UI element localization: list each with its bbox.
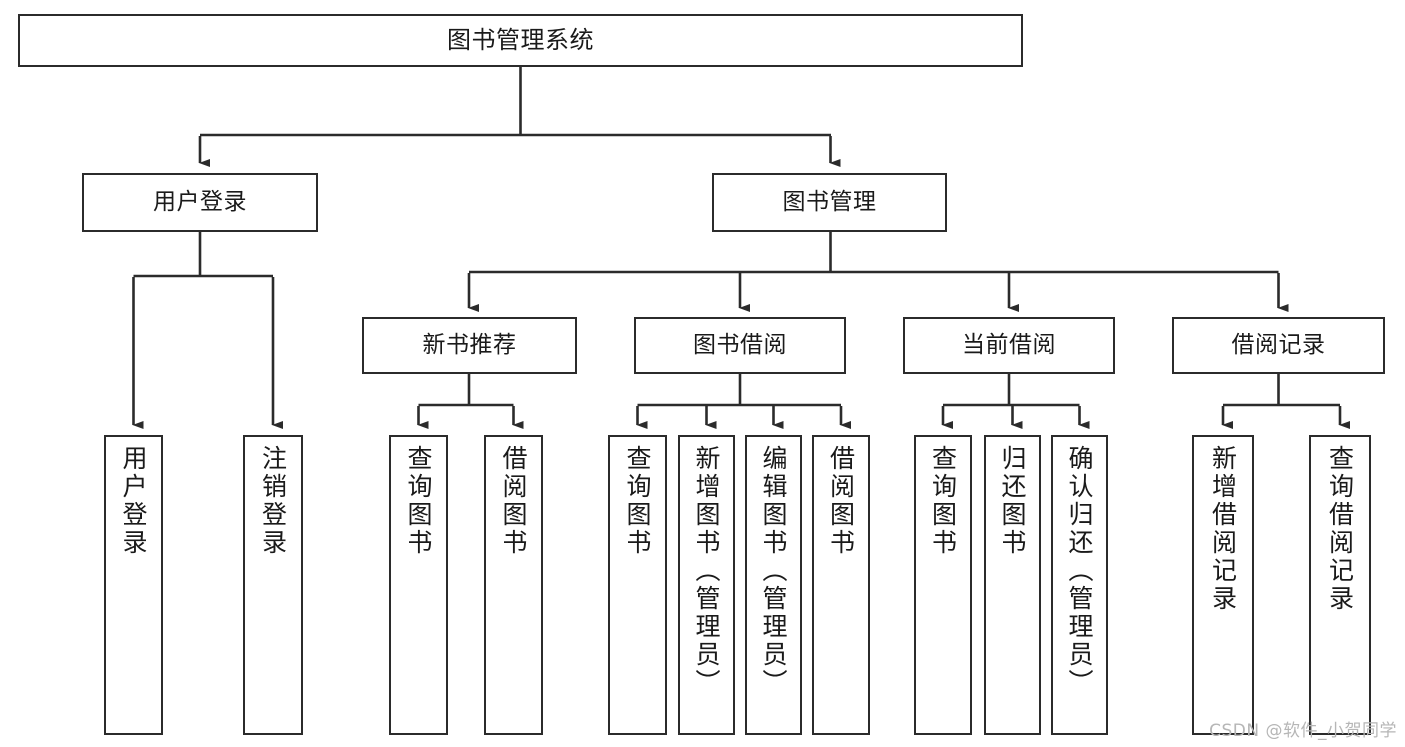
leaf-user-logout-label: 注销登录 bbox=[258, 445, 288, 557]
leaf-confirm-return-admin[interactable]: 确认归还（管理员） bbox=[1051, 435, 1108, 735]
node-book-management[interactable]: 图书管理 bbox=[712, 173, 947, 232]
node-new-book-recommend[interactable]: 新书推荐 bbox=[362, 317, 577, 374]
leaf-borrow-book-recommend-label: 借阅图书 bbox=[499, 445, 528, 557]
leaf-edit-book-admin-label: 编辑图书（管理员） bbox=[759, 445, 788, 697]
leaf-query-book-borrow-label: 查询图书 bbox=[623, 445, 652, 557]
node-current-borrow-label: 当前借阅 bbox=[962, 331, 1056, 358]
leaf-return-book[interactable]: 归还图书 bbox=[984, 435, 1041, 735]
leaf-add-borrow-record[interactable]: 新增借阅记录 bbox=[1192, 435, 1254, 735]
node-book-management-label: 图书管理 bbox=[782, 188, 877, 215]
node-new-book-recommend-label: 新书推荐 bbox=[422, 331, 517, 358]
leaf-add-book-admin-label: 新增图书（管理员） bbox=[692, 445, 721, 697]
node-book-borrow[interactable]: 图书借阅 bbox=[634, 317, 846, 374]
leaf-query-borrow-record[interactable]: 查询借阅记录 bbox=[1309, 435, 1371, 735]
leaf-edit-book-admin[interactable]: 编辑图书（管理员） bbox=[745, 435, 802, 735]
leaf-add-borrow-record-label: 新增借阅记录 bbox=[1208, 445, 1238, 613]
leaf-add-book-admin[interactable]: 新增图书（管理员） bbox=[678, 435, 735, 735]
leaf-user-login[interactable]: 用户登录 bbox=[104, 435, 163, 735]
leaf-user-login-label: 用户登录 bbox=[119, 445, 148, 557]
leaf-query-book-current[interactable]: 查询图书 bbox=[914, 435, 972, 735]
leaf-borrow-book[interactable]: 借阅图书 bbox=[812, 435, 870, 735]
node-current-borrow[interactable]: 当前借阅 bbox=[903, 317, 1115, 374]
node-borrow-record[interactable]: 借阅记录 bbox=[1172, 317, 1385, 374]
leaf-return-book-label: 归还图书 bbox=[998, 445, 1027, 557]
node-user-login[interactable]: 用户登录 bbox=[82, 173, 318, 232]
node-book-borrow-label: 图书借阅 bbox=[693, 331, 787, 358]
node-root-label: 图书管理系统 bbox=[447, 26, 594, 55]
leaf-query-book-borrow[interactable]: 查询图书 bbox=[608, 435, 667, 735]
leaf-query-book-recommend-label: 查询图书 bbox=[404, 445, 433, 557]
leaf-borrow-book-recommend[interactable]: 借阅图书 bbox=[484, 435, 543, 735]
leaf-user-logout[interactable]: 注销登录 bbox=[243, 435, 303, 735]
node-root[interactable]: 图书管理系统 bbox=[18, 14, 1023, 67]
watermark-text: CSDN @软件_小贺同学 bbox=[1209, 721, 1397, 741]
node-borrow-record-label: 借阅记录 bbox=[1231, 331, 1326, 358]
leaf-query-book-recommend[interactable]: 查询图书 bbox=[389, 435, 448, 735]
leaf-query-book-current-label: 查询图书 bbox=[928, 445, 958, 557]
leaf-query-borrow-record-label: 查询借阅记录 bbox=[1325, 445, 1355, 613]
leaf-confirm-return-admin-label: 确认归还（管理员） bbox=[1065, 445, 1094, 697]
node-user-login-label: 用户登录 bbox=[153, 188, 247, 215]
leaf-borrow-book-label: 借阅图书 bbox=[826, 445, 856, 557]
